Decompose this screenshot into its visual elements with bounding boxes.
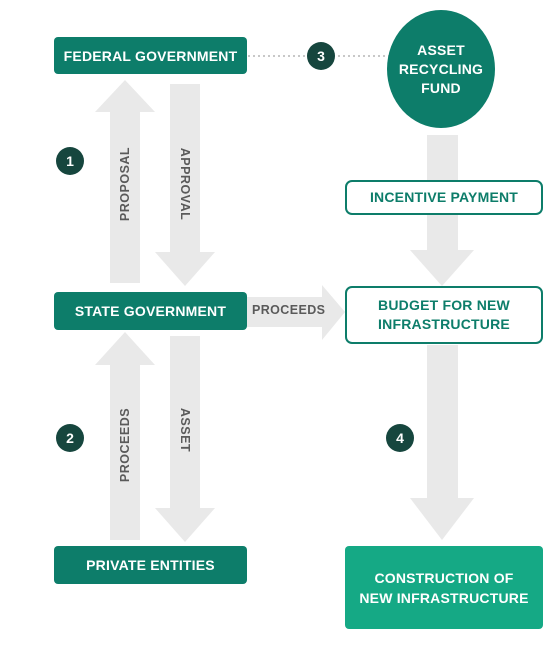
incentive-payment-label: INCENTIVE PAYMENT	[369, 189, 519, 205]
incentive-payment-box: INCENTIVE PAYMENT	[345, 180, 543, 215]
step-badge-4: 4	[386, 424, 414, 452]
state-government-box: STATE GOVERNMENT	[54, 292, 247, 330]
federal-government-box: FEDERAL GOVERNMENT	[54, 37, 247, 74]
federal-government-label: FEDERAL GOVERNMENT	[63, 47, 238, 64]
fund-label-line1: ASSET	[417, 41, 465, 58]
asset-recycling-fund-circle: ASSET RECYCLING FUND	[387, 10, 495, 128]
budget-box: BUDGET FOR NEW INFRASTRUCTURE	[345, 286, 543, 344]
budget-label-line1: BUDGET FOR NEW	[378, 297, 510, 313]
fund-label-line2: RECYCLING	[398, 60, 484, 77]
asset-label: ASSET	[178, 407, 192, 453]
proceeds-vertical-label: PROCEEDS	[118, 407, 132, 483]
step-badge-1: 1	[56, 147, 84, 175]
construction-label-line1: CONSTRUCTION OF	[374, 569, 514, 586]
proceeds-up-arrow	[95, 332, 155, 540]
proceeds-right-arrow	[247, 285, 345, 340]
budget-label-line2: INFRASTRUCTURE	[378, 316, 510, 332]
step-badge-3: 3	[307, 42, 335, 70]
construction-label-line2: NEW INFRASTRUCTURE	[359, 589, 529, 606]
asset-down-arrow	[155, 336, 215, 542]
step-badge-2: 2	[56, 424, 84, 452]
private-entities-label: PRIVATE ENTITIES	[86, 557, 215, 573]
approval-arrow	[155, 84, 215, 286]
proposal-label: PROPOSAL	[118, 146, 132, 222]
proposal-arrow	[95, 80, 155, 283]
construction-box: CONSTRUCTION OF NEW INFRASTRUCTURE	[345, 546, 543, 629]
approval-label: APPROVAL	[178, 147, 192, 221]
proceeds-horizontal-label: PROCEEDS	[252, 303, 326, 317]
fund-label-line3: FUND	[421, 79, 461, 96]
private-entities-box: PRIVATE ENTITIES	[54, 546, 247, 584]
state-government-label: STATE GOVERNMENT	[74, 303, 227, 319]
budget-to-construction-arrow	[410, 345, 474, 540]
